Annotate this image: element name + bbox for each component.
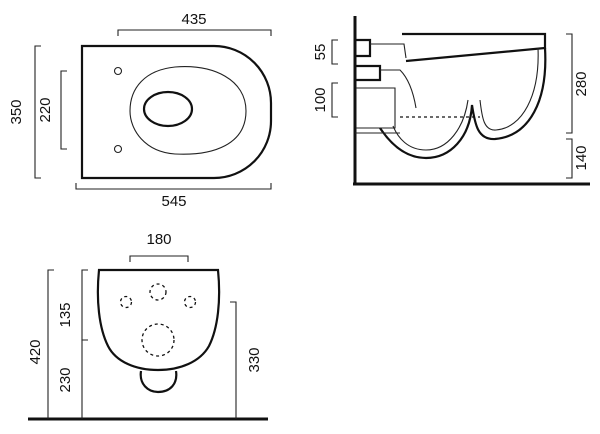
dim-label-230: 230	[57, 367, 74, 392]
side-view: 55 100 280 140	[312, 16, 590, 186]
dim-line-420	[47, 269, 54, 419]
side-view-outlet	[356, 64, 382, 82]
dim-label-545: 545	[161, 193, 186, 210]
dim-label-350: 350	[8, 99, 25, 124]
front-view: 180 420 135 230 330	[27, 231, 268, 421]
dim-line-435	[117, 29, 272, 36]
side-view-inlet-pipe	[370, 43, 407, 59]
top-view-outline	[80, 44, 273, 180]
dim-label-220: 220	[37, 97, 54, 122]
top-view: 435 545 350 220	[8, 11, 273, 210]
side-view-trap-inner	[392, 99, 469, 151]
dim-line-220	[60, 70, 67, 150]
dim-line-230	[81, 339, 88, 419]
dim-line-180	[129, 255, 189, 262]
front-view-mount-hole	[183, 295, 197, 309]
side-view-bowl-body	[379, 47, 547, 160]
dim-label-180: 180	[146, 231, 171, 248]
dim-line-135	[81, 269, 88, 341]
dim-line-100	[331, 82, 338, 118]
dim-label-140: 140	[573, 145, 590, 170]
side-view-bowl-top	[402, 32, 547, 63]
dim-label-135: 135	[57, 302, 74, 327]
dim-line-545	[75, 183, 272, 190]
front-view-foot	[139, 370, 178, 394]
side-view-lower-block	[356, 87, 396, 129]
dim-label-55: 55	[312, 44, 329, 61]
top-view-rim	[129, 66, 247, 155]
dim-label-435: 435	[181, 11, 206, 28]
dim-line-55	[331, 39, 338, 65]
front-view-mount-hole	[119, 295, 133, 309]
side-view-outlet-body	[380, 69, 417, 109]
top-view-mount-hole	[113, 144, 123, 154]
dim-line-350	[34, 45, 41, 179]
dim-label-100: 100	[312, 87, 329, 112]
dim-line-140	[566, 138, 573, 179]
front-view-mount-hole	[149, 283, 167, 301]
dim-label-420: 420	[27, 339, 44, 364]
front-view-outline	[96, 268, 221, 372]
top-view-mount-hole	[113, 66, 123, 76]
dim-line-280	[566, 33, 573, 134]
dim-line-330	[230, 301, 237, 419]
dim-label-280: 280	[573, 71, 590, 96]
side-view-inlet	[356, 38, 372, 58]
top-view-water-surface	[142, 90, 194, 128]
side-view-trap	[479, 47, 539, 131]
dim-label-330: 330	[246, 347, 263, 372]
front-view-outlet	[141, 323, 175, 357]
